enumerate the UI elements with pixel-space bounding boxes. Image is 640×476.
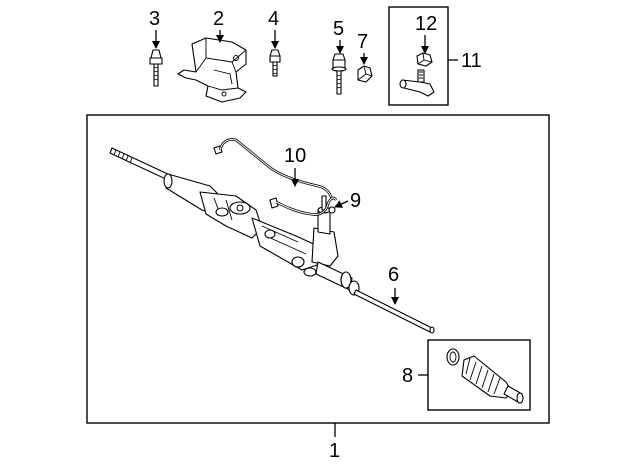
callout-6: 6: [388, 264, 399, 286]
bellows-boot-8: [446, 348, 524, 404]
callout-9: 9: [350, 190, 361, 212]
callout-7: 7: [357, 31, 368, 53]
leader-9: [334, 200, 349, 208]
callout-3: 3: [149, 8, 160, 30]
steering-rack-1: [109, 147, 435, 334]
callout-1: 1: [329, 440, 340, 462]
bracket-2: [177, 37, 247, 103]
callout-4: 4: [268, 8, 279, 30]
bolt-4: [269, 49, 281, 77]
assembly-box-1: [86, 114, 550, 424]
tie-rod-end-11: [399, 69, 435, 97]
pressure-line-10: [213, 138, 334, 201]
return-line-9: [269, 196, 338, 216]
nut-7: [357, 65, 373, 83]
bolt-5: [331, 53, 347, 95]
callout-11: 11: [461, 50, 482, 72]
castle-nut-12: [416, 52, 433, 67]
callout-10: 10: [284, 145, 306, 167]
bolt-3: [149, 49, 163, 87]
group-box-11: [388, 6, 449, 106]
callout-2: 2: [213, 8, 224, 30]
callout-12: 12: [415, 13, 437, 35]
callout-8: 8: [402, 365, 413, 387]
callout-5: 5: [333, 18, 344, 40]
